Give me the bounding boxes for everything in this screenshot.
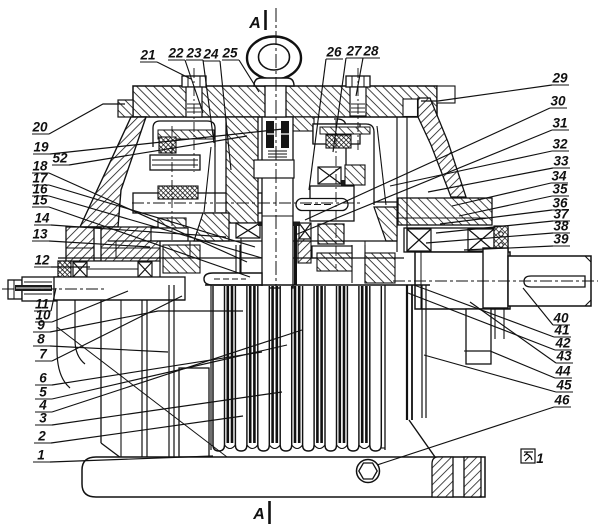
- svg-text:15: 15: [32, 193, 48, 208]
- svg-text:36: 36: [552, 196, 568, 211]
- svg-text:2: 2: [37, 429, 46, 444]
- svg-text:39: 39: [553, 232, 569, 247]
- svg-text:42: 42: [554, 336, 571, 351]
- svg-text:22: 22: [167, 46, 184, 61]
- svg-text:25: 25: [221, 46, 238, 61]
- svg-text:A: A: [252, 506, 265, 523]
- svg-text:26: 26: [325, 45, 342, 60]
- svg-text:10: 10: [35, 308, 51, 323]
- svg-text:21: 21: [139, 48, 155, 63]
- svg-text:16: 16: [32, 182, 48, 197]
- svg-text:4: 4: [38, 398, 47, 413]
- svg-text:3: 3: [39, 411, 47, 426]
- svg-text:24: 24: [202, 47, 219, 62]
- svg-text:29: 29: [551, 71, 568, 86]
- svg-text:8: 8: [37, 332, 45, 347]
- svg-text:14: 14: [34, 211, 50, 226]
- svg-text:17: 17: [32, 171, 49, 186]
- svg-text:30: 30: [550, 94, 566, 109]
- svg-text:18: 18: [32, 159, 48, 174]
- svg-text:23: 23: [185, 46, 202, 61]
- svg-text:33: 33: [553, 154, 569, 169]
- svg-text:A: A: [248, 15, 261, 32]
- svg-text:43: 43: [555, 349, 572, 364]
- svg-text:32: 32: [552, 137, 568, 152]
- svg-text:20: 20: [31, 120, 48, 135]
- svg-text:1: 1: [37, 448, 45, 463]
- svg-text:6: 6: [39, 371, 47, 386]
- svg-text:11: 11: [35, 297, 49, 312]
- svg-text:19: 19: [33, 140, 49, 155]
- svg-text:1: 1: [536, 451, 544, 466]
- svg-text:44: 44: [554, 364, 571, 379]
- svg-text:41: 41: [553, 323, 569, 338]
- svg-text:13: 13: [32, 227, 48, 242]
- svg-text:12: 12: [34, 253, 50, 268]
- svg-text:45: 45: [555, 378, 572, 393]
- svg-text:28: 28: [362, 44, 379, 59]
- svg-text:9: 9: [37, 318, 45, 333]
- svg-text:5: 5: [39, 385, 47, 400]
- svg-text:46: 46: [553, 393, 570, 408]
- svg-text:31: 31: [552, 116, 567, 131]
- svg-text:37: 37: [553, 207, 570, 222]
- svg-text:7: 7: [39, 347, 48, 362]
- svg-text:40: 40: [552, 311, 569, 326]
- svg-text:34: 34: [551, 169, 567, 184]
- svg-text:38: 38: [553, 219, 569, 234]
- svg-text:27: 27: [345, 44, 363, 59]
- svg-text:52: 52: [52, 151, 68, 166]
- svg-text:35: 35: [552, 182, 568, 197]
